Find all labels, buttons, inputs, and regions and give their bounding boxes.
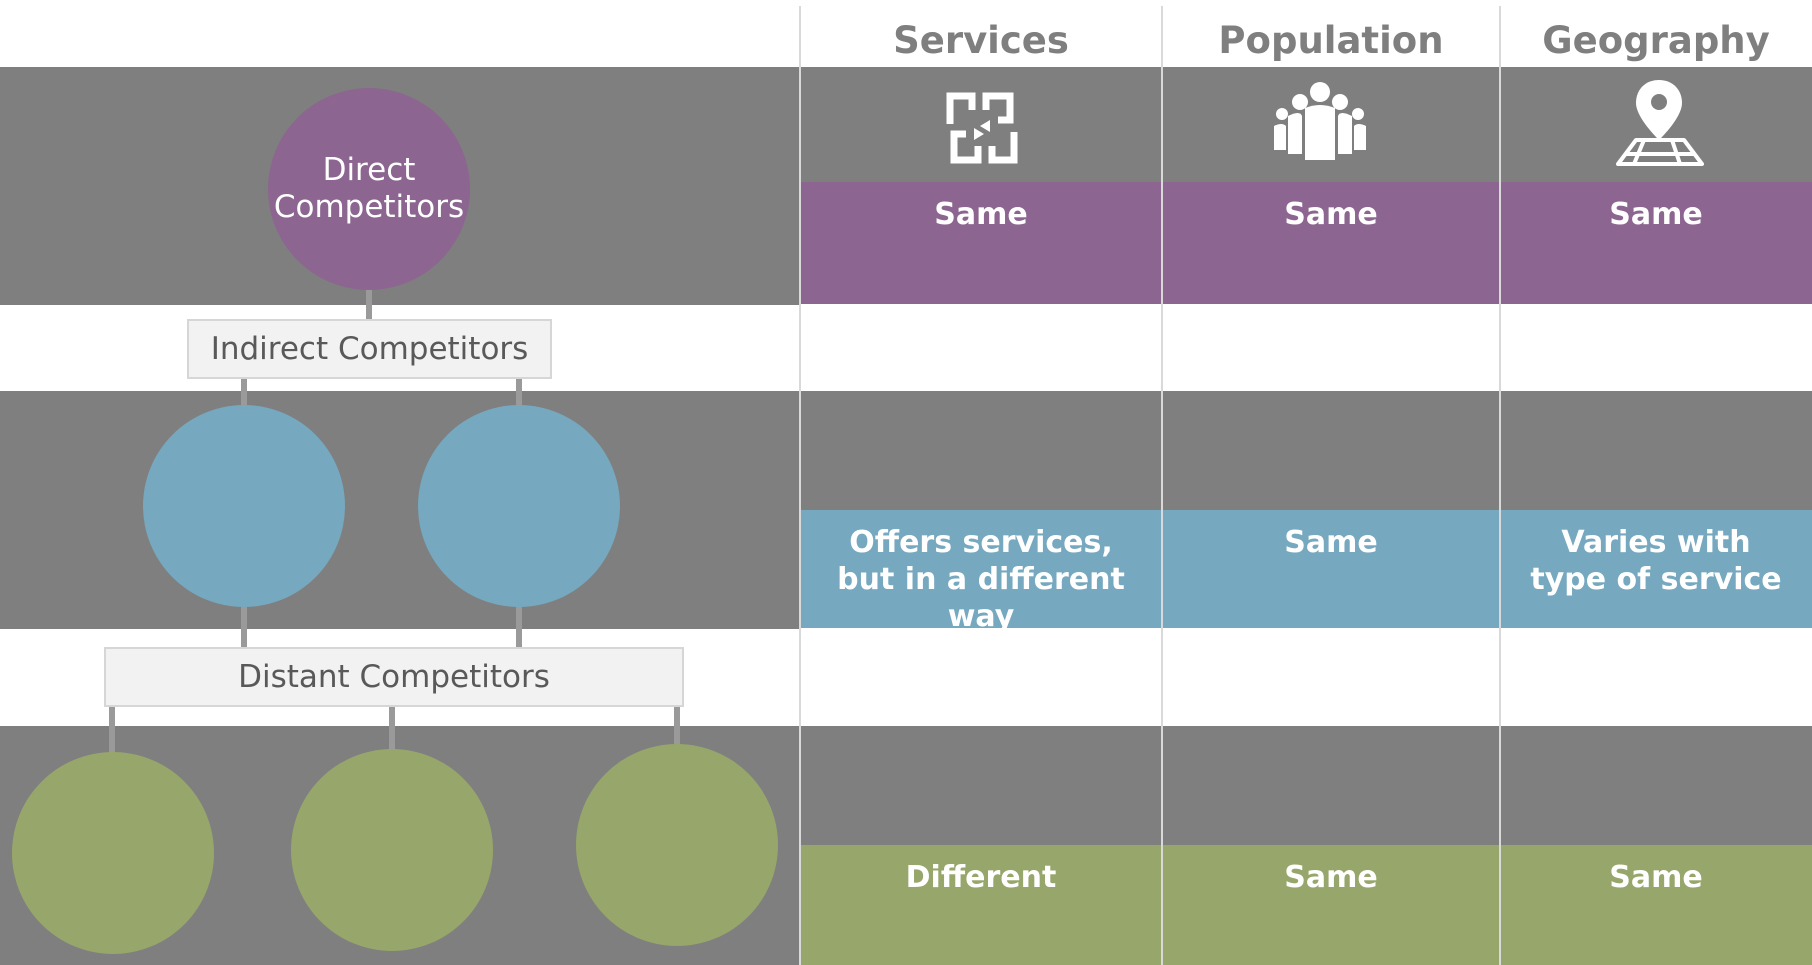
distant-competitor-circle: [291, 749, 493, 951]
connector: [366, 286, 372, 322]
direct-services-cell: Same: [800, 182, 1162, 304]
distant-top-band: [800, 726, 1812, 845]
distant-population-cell: Same: [1162, 845, 1500, 965]
column-divider: [799, 6, 801, 965]
connector: [109, 704, 115, 754]
indirect-competitor-circle: [418, 405, 620, 607]
map-pin-icon: [1614, 78, 1704, 170]
distant-competitor-circle: [12, 752, 214, 954]
exchange-arrows-icon: [944, 90, 1020, 166]
indirect-competitors-label: Indirect Competitors: [187, 319, 552, 379]
indirect-competitor-circle: [143, 405, 345, 607]
direct-geography-cell: Same: [1500, 182, 1812, 304]
header-services: Services: [893, 19, 1069, 62]
header-population: Population: [1218, 19, 1444, 62]
header-geography: Geography: [1542, 19, 1770, 62]
connector: [241, 376, 247, 410]
indirect-geography-cell: Varies with type of service: [1500, 510, 1812, 628]
connector: [241, 600, 247, 650]
connector: [516, 376, 522, 410]
indirect-band: [0, 391, 800, 629]
direct-competitors-label: Direct Competitors: [273, 152, 465, 225]
indirect-services-cell: Offers services, but in a different way: [800, 510, 1162, 634]
distant-geography-cell: Same: [1500, 845, 1812, 965]
direct-competitors-circle: Direct Competitors: [268, 88, 470, 290]
column-divider: [1499, 6, 1501, 965]
column-divider: [1161, 6, 1163, 965]
direct-population-cell: Same: [1162, 182, 1500, 304]
connector: [674, 704, 680, 750]
people-group-icon: [1272, 82, 1368, 162]
indirect-population-cell: Same: [1162, 510, 1500, 628]
distant-services-cell: Different: [800, 845, 1162, 965]
connector: [389, 704, 395, 754]
connector: [516, 600, 522, 650]
distant-competitor-circle: [576, 744, 778, 946]
indirect-top-band: [800, 391, 1812, 510]
distant-competitors-label: Distant Competitors: [104, 647, 684, 707]
